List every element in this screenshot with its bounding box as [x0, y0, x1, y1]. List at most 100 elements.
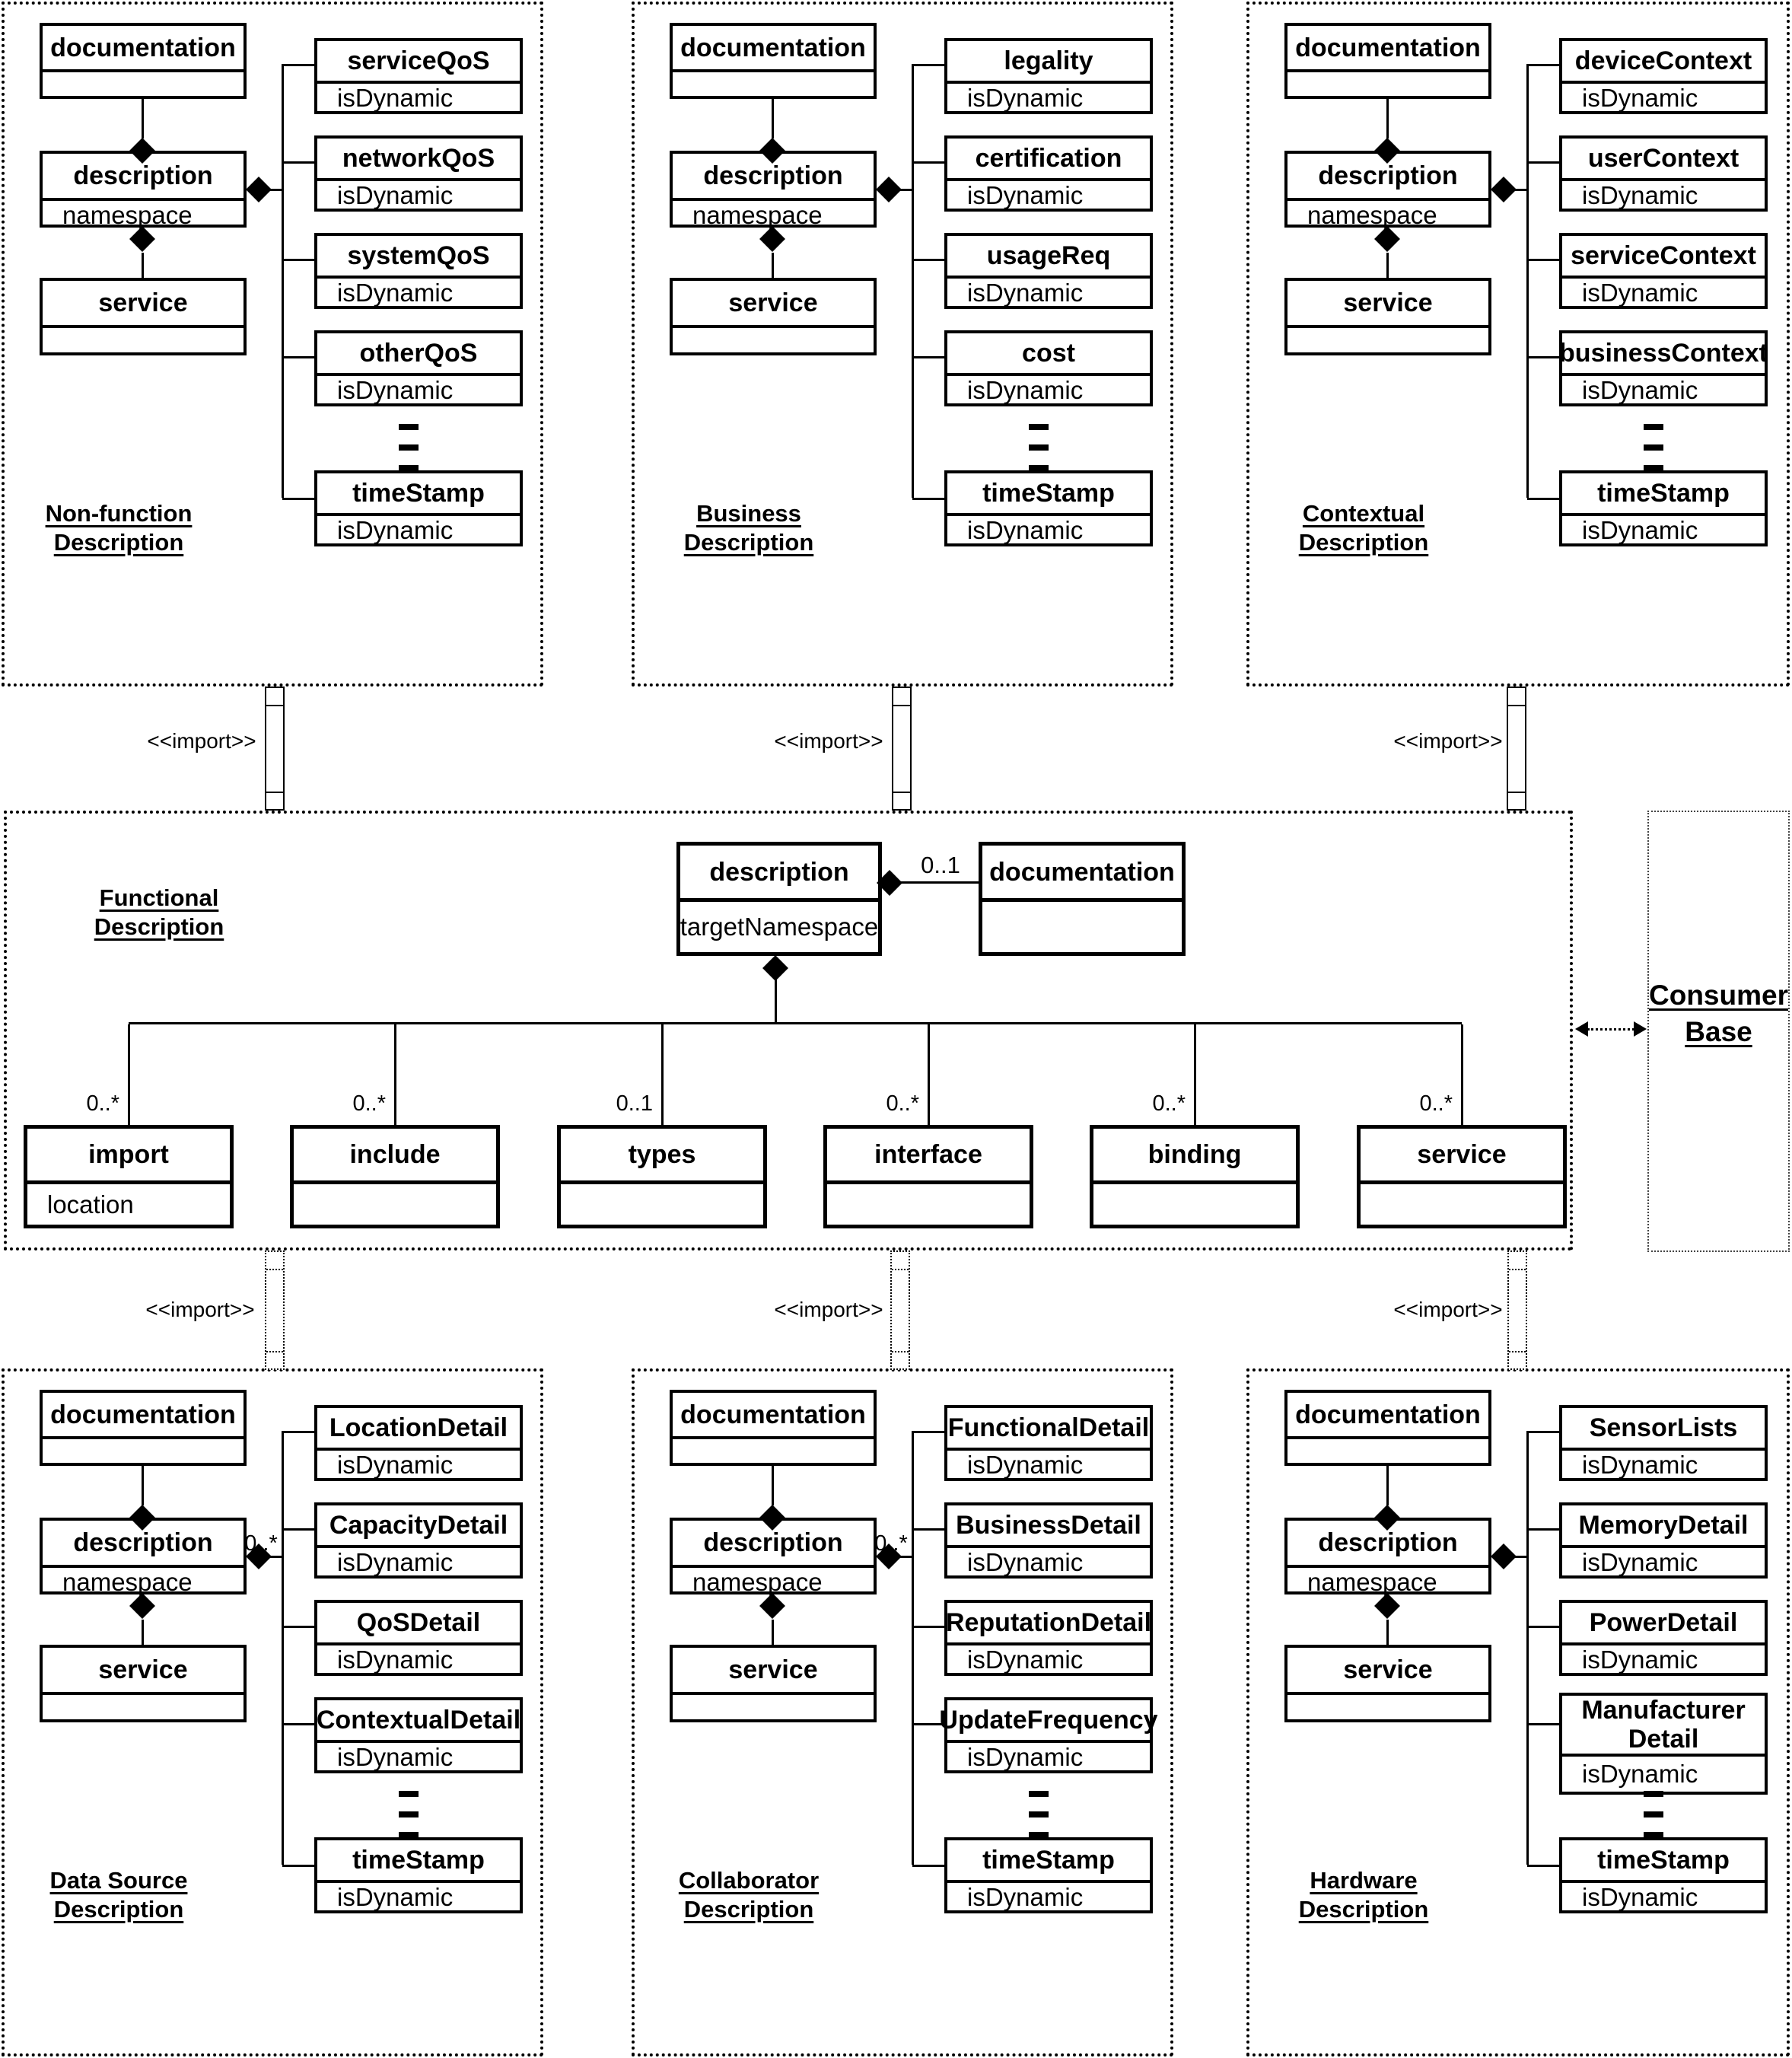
- class-title: ContextualDetail: [317, 1700, 520, 1743]
- group-label-line1: Contextual: [1302, 500, 1425, 527]
- import-connector: [1507, 687, 1526, 811]
- class-title: service: [1288, 1648, 1488, 1695]
- class-box-service: service: [40, 278, 247, 355]
- class-attribute: isDynamic: [967, 1645, 1084, 1674]
- group-label-line1: Data Source: [49, 1867, 188, 1894]
- group-label-line2: Description: [683, 1896, 814, 1923]
- class-attribute: isDynamic: [1582, 1451, 1698, 1479]
- import-connector: [265, 1250, 285, 1370]
- class-box-functional-include: include: [290, 1125, 500, 1228]
- group-label-line2: Description: [53, 529, 184, 556]
- connector-stub: [912, 1626, 944, 1628]
- class-box-service: service: [670, 1645, 877, 1722]
- composition-diamond: [129, 226, 155, 252]
- connector-tick: [893, 705, 910, 706]
- class-title: systemQoS: [317, 236, 520, 279]
- connector-stub: [1527, 1528, 1559, 1531]
- class-attribute: isDynamic: [1582, 1548, 1698, 1576]
- connector-line: [899, 1556, 913, 1558]
- class-box-functional-documentation: documentation: [979, 842, 1186, 956]
- connector-stub: [282, 1626, 314, 1628]
- connector-drop: [394, 1024, 396, 1125]
- class-title: types: [561, 1129, 763, 1184]
- connector-tick: [892, 1351, 909, 1352]
- ellipsis-dash: [1029, 1791, 1049, 1797]
- ellipsis-dash: [1029, 1811, 1049, 1817]
- class-attribute: [294, 1184, 496, 1225]
- connector-line: [772, 253, 774, 278]
- class-title: QoSDetail: [317, 1603, 520, 1645]
- class-title: usageReq: [947, 236, 1150, 279]
- composition-diamond: [1374, 226, 1400, 252]
- connector-stub: [282, 64, 314, 66]
- class-title: service: [1361, 1129, 1563, 1184]
- class-title: BusinessDetail: [947, 1505, 1150, 1548]
- consumer-base-label: Consumer Base: [1649, 977, 1788, 1050]
- connector-stub: [912, 161, 944, 164]
- class-title: documentation: [673, 26, 874, 72]
- group-label-line2: Description: [683, 529, 814, 556]
- connector-stub: [912, 1865, 944, 1867]
- connector-line: [1386, 1466, 1389, 1505]
- group-label-line2: Description: [53, 1896, 184, 1923]
- composition-diamond: [762, 955, 788, 981]
- connector-stub: [912, 1723, 944, 1725]
- connector-stub: [912, 64, 944, 66]
- class-title: description: [43, 1521, 243, 1568]
- ellipsis-dash: [1029, 1832, 1049, 1838]
- connector-line: [1514, 189, 1528, 191]
- class-title: timeStamp: [1562, 473, 1765, 516]
- connector-trunk: [912, 64, 914, 498]
- connector-stub: [282, 1528, 314, 1531]
- import-stereotype-label: <<import>>: [147, 729, 256, 753]
- connector-line: [772, 99, 774, 139]
- class-attribute: isDynamic: [967, 181, 1084, 209]
- connector-stub: [1527, 1723, 1559, 1725]
- import-stereotype-label: <<import>>: [145, 1298, 255, 1321]
- connector-trunk: [1526, 1431, 1529, 1865]
- class-title: documentation: [43, 26, 243, 72]
- connector-trunk: [282, 1431, 284, 1865]
- class-title: CapacityDetail: [317, 1505, 520, 1548]
- class-attribute: isDynamic: [967, 1451, 1084, 1479]
- group-label-line1: Non-function: [45, 500, 193, 527]
- class-title: timeStamp: [947, 473, 1150, 516]
- connector-line: [1386, 1620, 1389, 1645]
- class-title: service: [673, 1648, 874, 1695]
- class-attribute: [982, 902, 1182, 952]
- ellipsis-dash: [399, 1832, 419, 1838]
- import-stereotype-label: <<import>>: [1393, 1298, 1503, 1321]
- class-attribute: isDynamic: [337, 1548, 454, 1576]
- connector-stub: [282, 259, 314, 261]
- class-attribute: isDynamic: [1582, 84, 1698, 112]
- class-attribute: namespace: [1307, 201, 1437, 229]
- connector-stub: [912, 259, 944, 261]
- consumer-base-label-line1: Consumer: [1649, 980, 1788, 1011]
- connector-line: [1386, 253, 1389, 278]
- connector-line: [775, 980, 777, 1022]
- class-title: documentation: [1288, 26, 1488, 72]
- class-attribute: [1361, 1184, 1563, 1225]
- ellipsis-dash: [1644, 1811, 1663, 1817]
- ellipsis-dash: [1644, 465, 1663, 471]
- class-attribute: isDynamic: [1582, 1645, 1698, 1674]
- class-box-functional-types: types: [557, 1125, 767, 1228]
- import-connector: [1507, 1250, 1527, 1370]
- connector-stub: [1527, 259, 1559, 261]
- class-attribute: [673, 328, 874, 352]
- class-attribute: isDynamic: [967, 1548, 1084, 1576]
